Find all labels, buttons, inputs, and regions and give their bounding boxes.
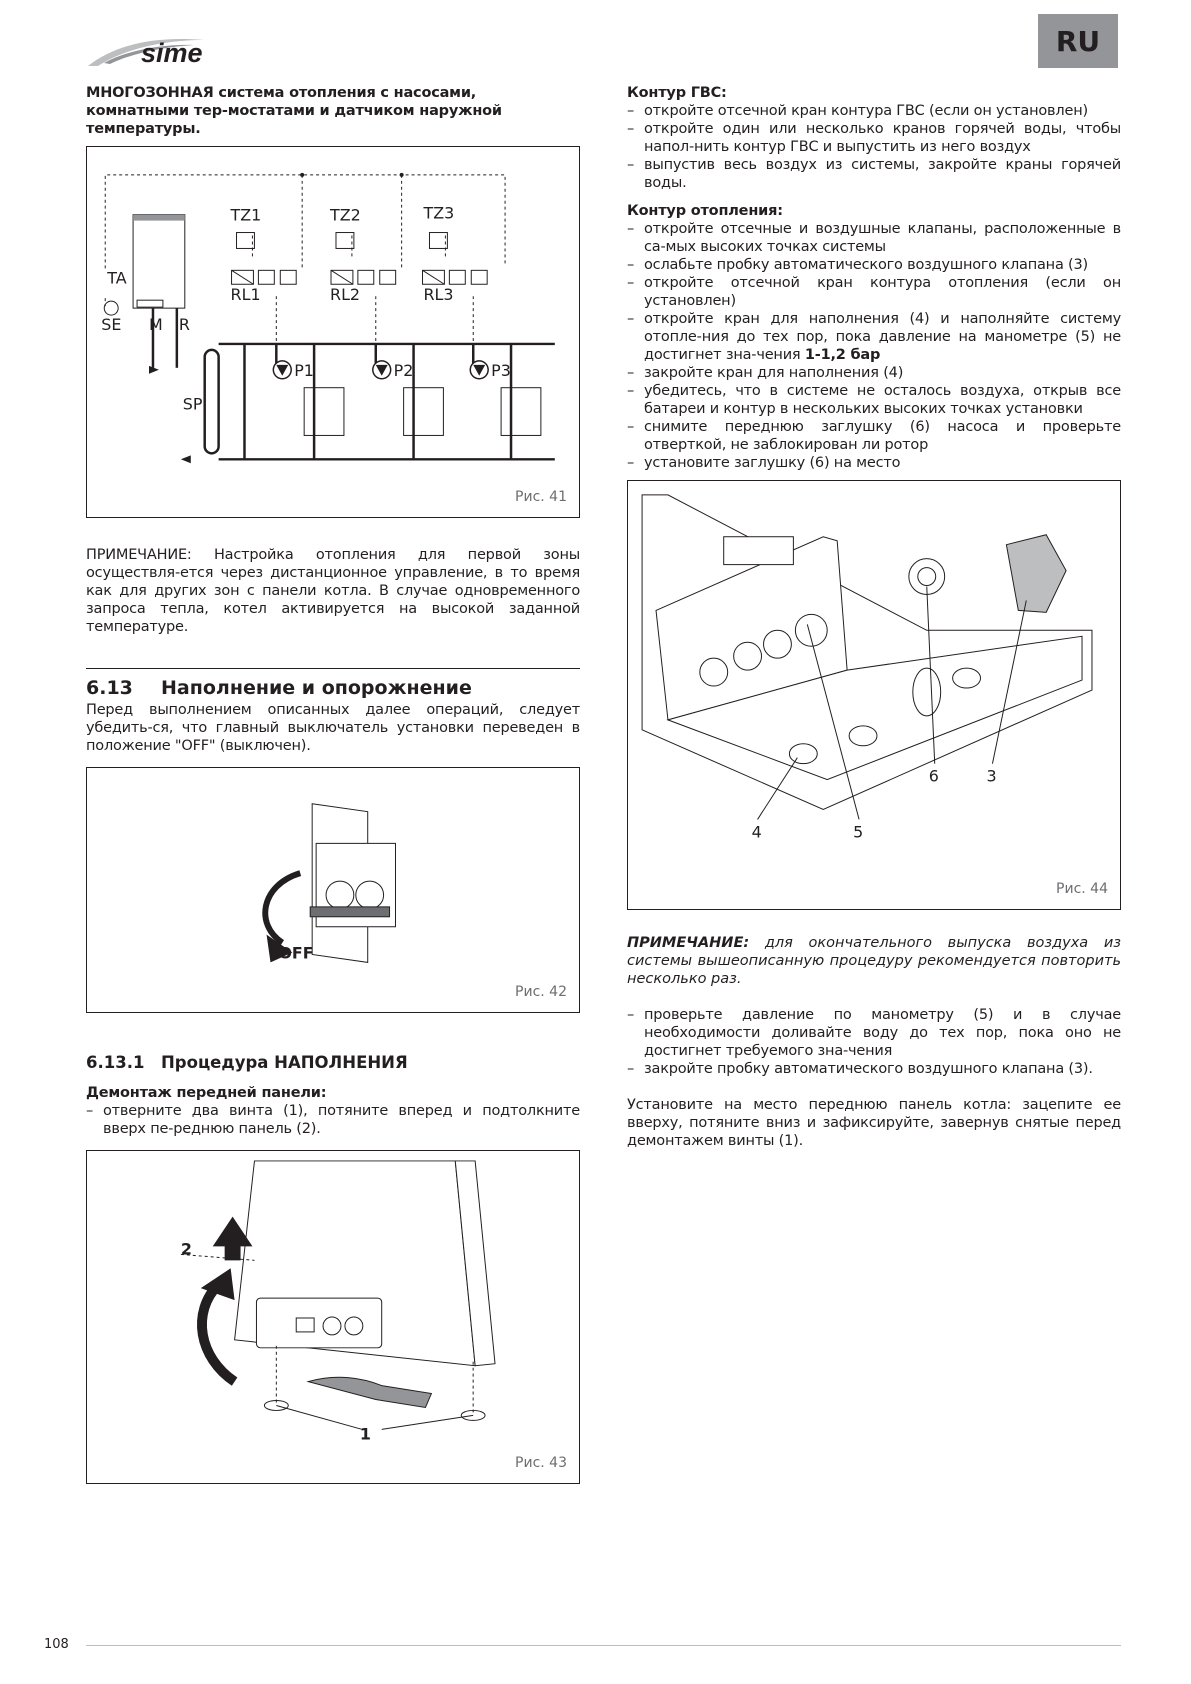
dhw-list: откройте отсечной кран контура ГВС (если…: [627, 102, 1121, 192]
heating-heading: Контур отопления:: [627, 203, 783, 219]
label-se: SE: [101, 315, 121, 334]
label-rl1: RL1: [231, 285, 261, 304]
figure-43-caption: Рис. 43: [515, 1455, 567, 1471]
note-zone-heating: ПРИМЕЧАНИЕ: Настройка отопления для перв…: [86, 547, 580, 635]
subsection-title: Процедура НАПОЛНЕНИЯ: [161, 1053, 408, 1072]
list-item: отверните два винта (1), потяните вперед…: [86, 1102, 580, 1138]
label-tz1: TZ1: [230, 206, 262, 225]
figure-41-caption: Рис. 41: [515, 489, 567, 505]
label-6: 6: [929, 767, 939, 786]
list-item-pressure: откройте кран для наполнения (4) и напол…: [627, 310, 1121, 364]
intro-text: МНОГОЗОННАЯ система отопления с насосами…: [86, 85, 502, 137]
label-p2: P2: [394, 361, 414, 380]
check-list: проверьте давление по манометру (5) и в …: [627, 1006, 1121, 1078]
final-instruction: Установите на место переднюю панель котл…: [627, 1097, 1121, 1149]
sime-logo: sime: [86, 30, 236, 70]
language-badge: RU: [1038, 14, 1118, 68]
figure-44-caption: Рис. 44: [1056, 881, 1108, 897]
subsection-6-13-1-heading: 6.13.1 Процедура НАПОЛНЕНИЯ: [86, 1053, 580, 1072]
multizone-heating-diagram: TZ1 TZ2 TZ3 RL1 RL2 RL3 TA SE M R SP P1 …: [101, 172, 555, 464]
figure-42-main-switch: OFF Рис. 42: [86, 767, 580, 1013]
list-item: снимите переднюю заглушку (6) насоса и п…: [627, 418, 1121, 454]
label-r: R: [179, 315, 190, 334]
right-column: Контур ГВС: откройте отсечной кран конту…: [627, 84, 1121, 1150]
note-air-release: ПРИМЕЧАНИЕ: для окончательного выпуска в…: [627, 934, 1121, 988]
front-panel-drawing: 2 1: [180, 1160, 496, 1443]
label-ta: TA: [106, 268, 126, 287]
list-item: откройте отсечные и воздушные клапаны, р…: [627, 220, 1121, 256]
list-item-text: откройте кран для наполнения (4) и напол…: [644, 311, 1121, 363]
page-number: 108: [44, 1637, 69, 1652]
list-item: проверьте давление по манометру (5) и в …: [627, 1006, 1121, 1060]
boiler-interior-drawing: 4 5 6 3: [641, 494, 1093, 841]
label-tz3: TZ3: [423, 204, 455, 223]
section-6-13-heading: 6.13 Наполнение и опорожнение: [86, 668, 580, 699]
section-intro: Перед выполнением описанных далее операц…: [86, 702, 580, 754]
label-rl3: RL3: [424, 285, 454, 304]
list-item: откройте отсечной кран контура отопления…: [627, 274, 1121, 310]
dhw-heading: Контур ГВС:: [627, 85, 727, 101]
panel-removal-list: отверните два винта (1), потяните вперед…: [86, 1102, 580, 1138]
list-item: выпустив весь воздух из системы, закройт…: [627, 156, 1121, 192]
label-1: 1: [360, 1424, 371, 1443]
zone-labels: TZ1 TZ2 TZ3 RL1 RL2 RL3 TA SE M R SP P1 …: [101, 204, 511, 414]
label-m: M: [149, 315, 163, 334]
brand-name: sime: [141, 38, 203, 68]
footer-divider: [86, 1645, 1121, 1646]
label-tz2: TZ2: [329, 206, 361, 225]
panel-removal-heading: Демонтаж передней панели:: [86, 1085, 327, 1101]
figure-42-caption: Рис. 42: [515, 984, 567, 1000]
section-title: Наполнение и опорожнение: [161, 677, 472, 699]
off-label: OFF: [278, 943, 313, 962]
note-label: ПРИМЕЧАНИЕ:: [627, 935, 750, 951]
label-3: 3: [986, 767, 996, 786]
label-5: 5: [853, 822, 863, 841]
label-p3: P3: [491, 361, 511, 380]
label-4: 4: [752, 822, 762, 841]
left-column: МНОГОЗОННАЯ система отопления с насосами…: [86, 84, 580, 1484]
list-item: установите заглушку (6) на место: [627, 454, 1121, 472]
main-switch-drawing: OFF: [262, 803, 396, 963]
list-item: закройте пробку автоматического воздушно…: [627, 1060, 1121, 1078]
label-rl2: RL2: [330, 285, 360, 304]
list-item: убедитесь, что в системе не осталось воз…: [627, 382, 1121, 418]
figure-41-heating-diagram: TZ1 TZ2 TZ3 RL1 RL2 RL3 TA SE M R SP P1 …: [86, 146, 580, 518]
pressure-value: 1-1,2 бар: [804, 347, 881, 363]
note-text: для окончательного выпуска воздуха из си…: [627, 935, 1121, 987]
figure-43-front-panel: 2 1 Рис. 43: [86, 1150, 580, 1484]
list-item: откройте один или несколько кранов горяч…: [627, 120, 1121, 156]
label-2: 2: [181, 1239, 192, 1258]
figure-44-boiler-interior: 4 5 6 3 Рис. 44: [627, 480, 1121, 910]
list-item: откройте отсечной кран контура ГВС (если…: [627, 102, 1121, 120]
list-item: закройте кран для наполнения (4): [627, 364, 1121, 382]
subsection-number: 6.13.1: [86, 1053, 145, 1072]
label-p1: P1: [294, 361, 314, 380]
heating-list: откройте отсечные и воздушные клапаны, р…: [627, 220, 1121, 472]
label-sp: SP: [183, 395, 203, 414]
list-item: ослабьте пробку автоматического воздушно…: [627, 256, 1121, 274]
section-number: 6.13: [86, 677, 133, 699]
